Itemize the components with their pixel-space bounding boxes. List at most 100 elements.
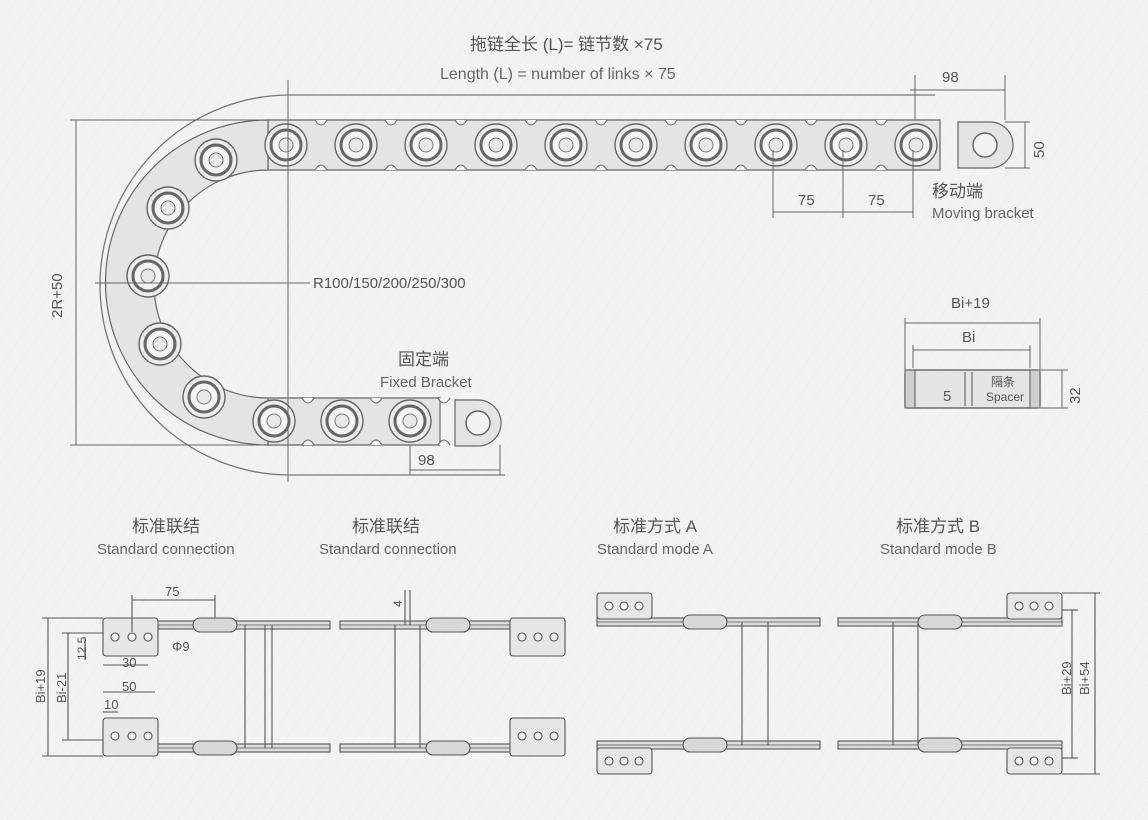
moving-bracket-height: 50	[1031, 141, 1048, 158]
detail-plate	[425, 740, 471, 756]
detail-plate	[192, 617, 238, 633]
title-en: Length (L) = number of links × 75	[440, 66, 676, 83]
notch	[454, 164, 468, 171]
spacer-cn: 隔条	[991, 375, 1016, 389]
link-notches	[301, 119, 888, 446]
detail-hole	[110, 731, 120, 741]
notch	[734, 119, 748, 126]
chain-envelope	[99, 94, 935, 476]
detail-hole	[533, 632, 543, 642]
pitch-2: 75	[868, 192, 885, 209]
detail-dim-12-5: 12.5	[75, 636, 89, 660]
pin-ring	[194, 138, 238, 182]
cross-outer-width: Bi+19	[951, 295, 990, 312]
pin-ring	[474, 123, 518, 167]
fixed-bracket-cn: 固定端	[398, 350, 449, 369]
moving-bracket-cn: 移动端	[932, 182, 983, 201]
detail-dim-10: 10	[104, 697, 119, 712]
notch	[804, 119, 818, 126]
detail-plate	[917, 737, 963, 753]
pin-ring	[684, 123, 728, 167]
cross-section	[904, 318, 1068, 409]
detail-hole	[1044, 756, 1054, 766]
detail-hole	[549, 632, 559, 642]
moving-bracket-plate	[957, 121, 1014, 169]
notch	[314, 164, 328, 171]
detail-hole	[1044, 601, 1054, 611]
detail-hole	[549, 731, 559, 741]
connection-1-en: Standard connection	[97, 541, 235, 558]
detail-dim-bi21: Bi-21	[54, 672, 69, 703]
detail-plate	[682, 737, 728, 753]
notch	[314, 119, 328, 126]
connection-2-en: Standard connection	[319, 541, 457, 558]
title-cn: 拖链全长 (L)= 链节数 ×75	[470, 35, 663, 54]
radius-label: R100/150/200/250/300	[313, 275, 466, 292]
notch	[804, 164, 818, 171]
connection-4-en: Standard mode B	[880, 541, 997, 558]
detail-hole	[517, 731, 527, 741]
pin-ring	[388, 399, 432, 443]
detail-hole	[1029, 756, 1039, 766]
detail-hole	[1029, 601, 1039, 611]
fixed-bracket-en: Fixed Bracket	[380, 374, 472, 391]
pin-ring	[754, 123, 798, 167]
detail-dim-75: 75	[165, 584, 180, 599]
moving-bracket-en: Moving bracket	[932, 205, 1034, 222]
notch	[369, 439, 383, 446]
detail-dim-hole: Φ9	[172, 639, 190, 654]
notch	[384, 164, 398, 171]
pitch-1: 75	[798, 192, 815, 209]
spacer-en: Spacer	[986, 390, 1025, 404]
detail-hole	[110, 632, 120, 642]
notch	[369, 397, 383, 404]
notch	[874, 164, 888, 171]
fixed-bracket-length: 98	[418, 452, 435, 469]
notch	[594, 119, 608, 126]
detail-hole	[604, 601, 614, 611]
fixed-bracket-plate	[454, 399, 502, 447]
pin-ring	[146, 186, 190, 230]
connection-3-en: Standard mode A	[597, 541, 713, 558]
pin-ring	[182, 375, 226, 419]
connection-3-cn: 标准方式 A	[613, 517, 698, 536]
detail-hole	[619, 601, 629, 611]
pin-ring	[614, 123, 658, 167]
notch	[301, 397, 315, 404]
notch	[874, 119, 888, 126]
detail-dim-bi54: Bi+54	[1077, 661, 1092, 695]
connection-1-cn: 标准联结	[132, 517, 200, 536]
detail-dim-bi29: Bi+29	[1059, 661, 1074, 695]
notch	[524, 164, 538, 171]
pin-ring	[252, 399, 296, 443]
detail-hole	[1014, 601, 1024, 611]
detail-dim-30: 30	[122, 655, 137, 670]
pin-ring	[544, 123, 588, 167]
detail-hole	[127, 632, 137, 642]
detail-dim-50: 50	[122, 679, 137, 694]
detail-hole	[143, 632, 153, 642]
notch	[301, 439, 315, 446]
connection-4-cn: 标准方式 B	[896, 517, 981, 536]
detail-plate	[425, 617, 471, 633]
detail-plate	[192, 740, 238, 756]
moving-bracket-length: 98	[942, 69, 959, 86]
connection-details	[42, 590, 1100, 775]
notch	[734, 164, 748, 171]
spacer-gap: 5	[943, 388, 952, 405]
detail-dim-bi19: Bi+19	[33, 669, 48, 703]
pin-ring	[404, 123, 448, 167]
pin-ring	[334, 123, 378, 167]
pin-ring	[126, 254, 170, 298]
notch	[594, 164, 608, 171]
notch	[384, 119, 398, 126]
cross-height: 32	[1067, 387, 1084, 404]
notch	[437, 439, 451, 446]
notch	[454, 119, 468, 126]
pin-ring	[320, 399, 364, 443]
detail-hole	[127, 731, 137, 741]
link-pin-rings	[126, 123, 938, 443]
detail-hole	[634, 601, 644, 611]
